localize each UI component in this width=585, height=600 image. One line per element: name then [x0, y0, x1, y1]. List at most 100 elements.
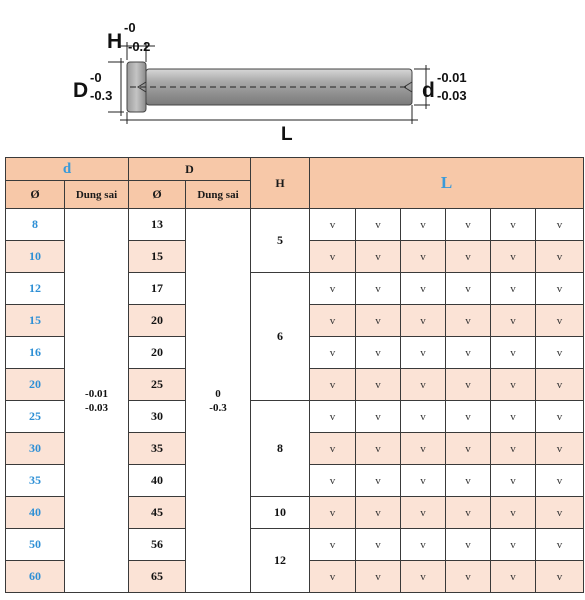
- d-symbol: d: [422, 79, 435, 102]
- cell-L-availability: v: [355, 432, 402, 465]
- cell-d-diameter: 10: [5, 240, 65, 273]
- cell-L-availability: v: [535, 400, 585, 433]
- cell-L-availability: v: [445, 496, 492, 529]
- cell-L-availability: v: [400, 336, 447, 369]
- H-upper-tolerance: -0: [124, 20, 136, 35]
- cell-L-availability: v: [355, 368, 402, 401]
- cell-d-tolerance: -0.01-0.03: [64, 208, 129, 593]
- left-center-hole: [137, 81, 147, 93]
- cell-L-availability: v: [445, 432, 492, 465]
- cell-L-availability: v: [490, 560, 537, 593]
- cell-L-availability: v: [400, 368, 447, 401]
- cell-L-availability: v: [309, 464, 357, 497]
- cell-L-availability: v: [355, 496, 402, 529]
- cell-L-availability: v: [445, 336, 492, 369]
- header-L: L: [309, 157, 585, 209]
- cell-d-diameter: 25: [5, 400, 65, 433]
- cell-L-availability: v: [355, 560, 402, 593]
- cell-L-availability: v: [490, 368, 537, 401]
- cell-L-availability: v: [535, 528, 585, 561]
- cell-L-availability: v: [355, 240, 402, 273]
- D-tolerance-upper: 0: [215, 387, 221, 400]
- header-D-tolerance: Dung sai: [184, 180, 252, 209]
- cell-L-availability: v: [490, 272, 537, 305]
- cell-L-availability: v: [309, 528, 357, 561]
- cell-L-availability: v: [400, 496, 447, 529]
- cell-L-availability: v: [535, 464, 585, 497]
- cell-L-availability: v: [355, 304, 402, 337]
- cell-L-availability: v: [535, 272, 585, 305]
- cell-L-availability: v: [445, 208, 492, 241]
- cell-D-diameter: 45: [128, 496, 186, 529]
- cell-D-diameter: 13: [128, 208, 186, 241]
- cell-d-diameter: 30: [5, 432, 65, 465]
- cell-L-availability: v: [355, 400, 402, 433]
- D-symbol: D: [73, 79, 88, 102]
- d-upper-tolerance: -0.01: [437, 70, 467, 85]
- cell-L-availability: v: [490, 400, 537, 433]
- cell-H-value: 5: [250, 208, 311, 273]
- cell-d-diameter: 8: [5, 208, 65, 241]
- cell-d-diameter: 20: [5, 368, 65, 401]
- header-d-diameter: Ø: [5, 180, 65, 209]
- cell-L-availability: v: [355, 528, 402, 561]
- cell-H-value: 8: [250, 400, 311, 497]
- cell-d-diameter: 16: [5, 336, 65, 369]
- cell-L-availability: v: [445, 272, 492, 305]
- cell-L-availability: v: [490, 464, 537, 497]
- cell-L-availability: v: [309, 272, 357, 305]
- cell-D-diameter: 25: [128, 368, 186, 401]
- cell-H-value: 6: [250, 272, 311, 401]
- cell-L-availability: v: [535, 304, 585, 337]
- cell-D-diameter: 35: [128, 432, 186, 465]
- L-dimension: [120, 105, 418, 124]
- cell-L-availability: v: [490, 496, 537, 529]
- header-H: H: [250, 157, 311, 209]
- cell-L-availability: v: [309, 336, 357, 369]
- cell-L-availability: v: [309, 208, 357, 241]
- D-tolerance-lower: -0.3: [209, 401, 227, 414]
- cell-L-availability: v: [309, 400, 357, 433]
- cell-L-availability: v: [400, 464, 447, 497]
- H-symbol: H: [107, 30, 122, 53]
- cell-D-diameter: 17: [128, 272, 186, 305]
- D-lower-tolerance: -0.3: [90, 88, 112, 103]
- d-lower-tolerance: -0.03: [437, 88, 467, 103]
- pin-spec-table: d D H L Ø Dung sai Ø Dung sai 8-0.01-0.0…: [5, 157, 585, 593]
- cell-L-availability: v: [535, 208, 585, 241]
- cell-L-availability: v: [400, 240, 447, 273]
- cell-H-value: 10: [250, 496, 311, 529]
- cell-d-diameter: 60: [5, 560, 65, 593]
- cell-L-availability: v: [445, 464, 492, 497]
- cell-L-availability: v: [309, 240, 357, 273]
- cell-L-availability: v: [400, 304, 447, 337]
- cell-L-availability: v: [309, 368, 357, 401]
- cell-L-availability: v: [490, 208, 537, 241]
- d-tolerance-upper: -0.01: [85, 387, 108, 400]
- cell-L-availability: v: [445, 368, 492, 401]
- cell-D-diameter: 30: [128, 400, 186, 433]
- H-dimension: [118, 42, 155, 62]
- cell-H-value: 12: [250, 528, 311, 593]
- header-d-tolerance: Dung sai: [64, 180, 129, 209]
- cell-L-availability: v: [309, 304, 357, 337]
- cell-L-availability: v: [490, 528, 537, 561]
- cell-L-availability: v: [400, 528, 447, 561]
- cell-L-availability: v: [490, 336, 537, 369]
- cell-d-diameter: 15: [5, 304, 65, 337]
- cell-D-diameter: 65: [128, 560, 186, 593]
- cell-D-diameter: 15: [128, 240, 186, 273]
- header-D-group: D: [127, 157, 252, 181]
- cell-L-availability: v: [445, 560, 492, 593]
- cell-D-diameter: 20: [128, 336, 186, 369]
- cell-L-availability: v: [535, 240, 585, 273]
- cell-L-availability: v: [309, 560, 357, 593]
